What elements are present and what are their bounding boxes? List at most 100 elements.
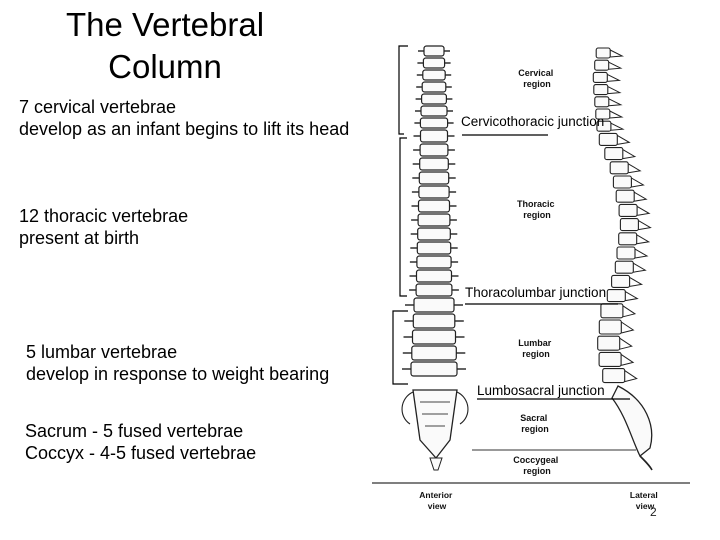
lateral-vertebra xyxy=(602,368,626,384)
lateral-vertebra xyxy=(598,351,622,367)
anterior-vertebra xyxy=(418,185,450,199)
thoracolumbar-label: Thoracolumbar junction xyxy=(465,285,606,300)
lumbar-region-suffix: region xyxy=(522,349,550,359)
thoracic-bracket xyxy=(399,137,407,297)
spinous-process xyxy=(629,276,644,287)
anterior-vertebra xyxy=(416,255,452,269)
thoracic-region-label: Thoracic region xyxy=(517,199,557,220)
lateral-vertebra xyxy=(619,218,639,232)
spinous-process xyxy=(622,305,637,318)
thoracic-description: 12 thoracic vertebrae present at birth xyxy=(19,205,188,249)
lateral-vertebra xyxy=(611,274,631,288)
lumbar-line-1: 5 lumbar vertebrae xyxy=(26,342,178,362)
sacral-region-label: Sacral region xyxy=(520,413,550,434)
iliac-wing-left xyxy=(401,391,414,425)
spinous-process xyxy=(633,262,647,273)
sacral-region-suffix: region xyxy=(521,424,549,434)
anterior-vertebra xyxy=(417,227,451,241)
anterior-vertebra xyxy=(413,297,455,313)
anterior-vertebra xyxy=(410,361,458,377)
spinous-process xyxy=(624,370,638,383)
coccygeal-region-suffix: region xyxy=(523,466,551,476)
anterior-vertebra xyxy=(421,81,447,93)
slide-title-line-1: The Vertebral xyxy=(65,6,265,43)
lateral-vertebra xyxy=(596,120,612,132)
sacrum-ridges xyxy=(420,401,450,427)
lateral-vertebra xyxy=(609,161,629,175)
coccyx-line: Coccyx - 4-5 fused vertebrae xyxy=(25,443,257,463)
sacrum-shape xyxy=(412,389,458,460)
lateral-view-label: Lateral view xyxy=(630,490,660,511)
lateral-vertebra xyxy=(598,132,618,146)
lateral-vertebra xyxy=(592,71,608,83)
anterior-view-suffix: view xyxy=(428,501,447,511)
anterior-vertebra xyxy=(415,283,453,297)
anterior-vertebra xyxy=(422,69,446,81)
spinous-process xyxy=(617,134,631,145)
spinous-process xyxy=(619,337,633,350)
anterior-vertebra xyxy=(417,213,451,227)
lateral-vertebra xyxy=(614,260,634,274)
anterior-vertebra xyxy=(411,345,457,361)
lateral-coccyx xyxy=(639,455,653,471)
lumbar-description: 5 lumbar vertebrae develop in response t… xyxy=(26,341,329,385)
lateral-sacrum xyxy=(611,385,653,458)
spinous-process xyxy=(610,122,625,131)
sacral-region-word: Sacral xyxy=(520,413,547,423)
lateral-vertebra xyxy=(615,189,635,203)
lateral-vertebra xyxy=(604,147,624,161)
spinous-process xyxy=(622,149,637,160)
cervical-line-1: 7 cervical vertebrae xyxy=(19,97,177,117)
spinous-process xyxy=(609,110,624,119)
spinous-process xyxy=(638,220,652,231)
spinous-process xyxy=(621,321,635,334)
anterior-vertebra xyxy=(419,117,449,129)
slide-title-line-2: Column xyxy=(108,48,222,85)
region-labels: Cervical region Thoracic region Lumbar r… xyxy=(513,68,561,476)
lumbar-line-2: develop in response to weight bearing xyxy=(26,364,330,384)
cervicothoracic-label: Cervicothoracic junction xyxy=(461,114,604,129)
thoracic-region-word: Thoracic xyxy=(517,199,555,209)
coccyx-shape xyxy=(429,457,443,471)
region-brackets xyxy=(392,45,408,385)
cervical-region-label: Cervical region xyxy=(518,68,556,89)
iliac-wing-right xyxy=(456,391,469,425)
anterior-vertebra xyxy=(418,171,450,185)
lateral-vertebra xyxy=(618,203,638,217)
lateral-spine xyxy=(592,47,653,471)
spinous-process xyxy=(607,86,622,95)
view-labels: Anterior view Lateral view xyxy=(419,490,660,511)
cervical-region-word: Cervical xyxy=(518,68,553,78)
thoracic-region-suffix: region xyxy=(523,210,551,220)
spinous-process xyxy=(608,61,623,70)
spinous-process xyxy=(636,234,651,245)
lateral-vertebra xyxy=(600,303,624,319)
lateral-vertebra xyxy=(612,175,632,189)
lumbar-bracket xyxy=(392,310,408,385)
lateral-vertebra xyxy=(597,335,621,351)
anterior-vertebra xyxy=(419,157,449,171)
lateral-vertebra xyxy=(593,84,609,96)
coccygeal-region-label: Coccygeal region xyxy=(513,455,561,476)
spinous-process xyxy=(625,291,639,302)
anterior-vertebra xyxy=(416,241,452,255)
slide-title: The Vertebral Column xyxy=(30,4,300,88)
lateral-vertebra xyxy=(594,59,610,71)
thoracic-line-2: present at birth xyxy=(19,228,140,248)
anterior-vertebra xyxy=(411,329,457,345)
anterior-vertebra xyxy=(412,313,456,329)
lumbar-region-label: Lumbar region xyxy=(518,338,554,359)
lateral-vertebra xyxy=(594,96,610,108)
lateral-view-word: Lateral xyxy=(630,490,658,500)
spinous-process xyxy=(620,353,635,366)
lateral-vertebra xyxy=(598,319,622,335)
lateral-vertebra xyxy=(606,289,626,303)
lateral-vertebrae xyxy=(592,47,652,384)
spinous-process xyxy=(609,49,625,58)
spinous-process xyxy=(636,205,651,216)
cervical-description: 7 cervical vertebrae develop as an infan… xyxy=(19,96,349,140)
anterior-vertebra xyxy=(422,57,446,69)
lumbosacral-label: Lumbosacral junction xyxy=(477,383,605,398)
anterior-vertebra xyxy=(415,269,453,283)
